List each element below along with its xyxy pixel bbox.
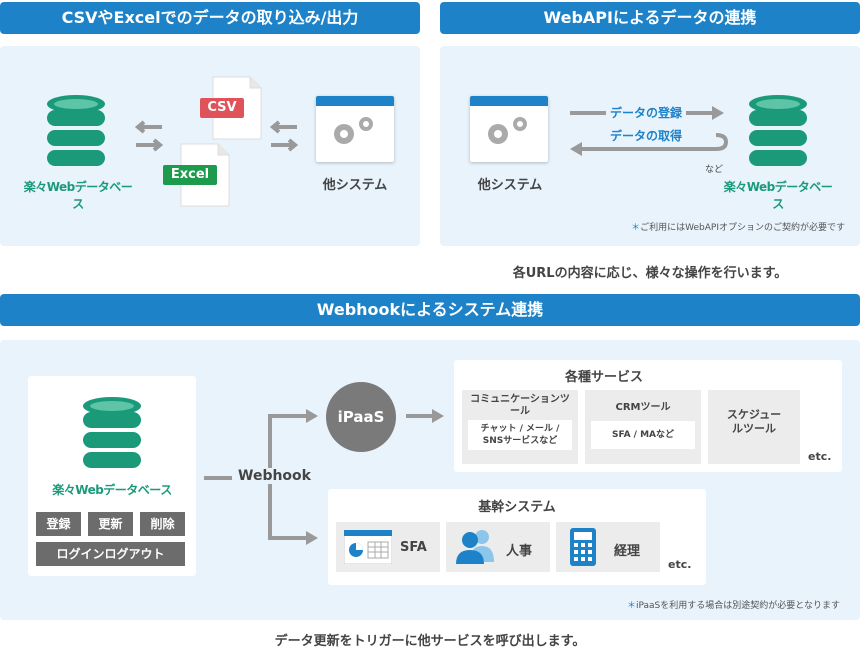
- webhook-connector: [204, 409, 444, 545]
- gear-icon: [334, 117, 373, 144]
- hr-label: 人事: [506, 544, 533, 559]
- other-system-label-2: 他システム: [477, 178, 543, 193]
- csv-excel-banner: CSVやExcelでのデータの取り込み/出力: [0, 2, 420, 34]
- csv-badge: CSV: [200, 98, 244, 118]
- webhook-label: Webhook: [234, 468, 315, 484]
- webapi-note: ＊ご利用にはWebAPIオプションのご契約が必要です: [600, 220, 845, 233]
- core-system-title: 基幹システム: [478, 500, 556, 515]
- sfa-label: SFA: [400, 540, 427, 555]
- other-system-label: 他システム: [322, 178, 388, 193]
- services-title: 各種サービス: [564, 370, 643, 385]
- people-icon: [456, 530, 494, 564]
- fetch-label: データの取得: [606, 127, 687, 144]
- nado-label: など: [705, 165, 724, 175]
- database-label-2: 楽々Webデータベース: [723, 180, 833, 211]
- excel-badge: Excel: [163, 165, 217, 185]
- asterisk-icon: ＊: [631, 223, 641, 233]
- database-label-3: 楽々Webデータベース: [52, 483, 172, 497]
- webhook-banner: Webhookによるシステム連携: [0, 294, 860, 326]
- comm-detail-1: チャット / メール /: [480, 424, 560, 434]
- other-system-window-icon-2: [470, 96, 548, 162]
- register-label: データの登録: [606, 104, 687, 121]
- update-button: 更新: [88, 512, 133, 536]
- delete-button: 削除: [140, 512, 185, 536]
- database-icon-3: [83, 397, 141, 468]
- schedule-tool-box: スケジュールツール: [708, 390, 800, 464]
- ipaas-circle: iPaaS: [326, 382, 396, 452]
- crm-tool-title: CRMツール: [615, 402, 671, 413]
- webapi-note-text: ご利用にはWebAPIオプションのご契約が必要です: [640, 223, 845, 233]
- other-system-window-icon: [316, 96, 394, 162]
- communication-tool-detail: チャット / メール / SNSサービスなど: [468, 420, 572, 450]
- ipaas-note: ＊iPaaSを利用する場合は別途契約が必要となります: [560, 598, 840, 611]
- webhook-caption: データ更新をトリガーに他サービスを呼び出します。: [274, 634, 586, 649]
- comm-detail-2: SNSサービスなど: [482, 436, 558, 446]
- register-button: 登録: [36, 512, 81, 536]
- crm-tool-box: CRMツール SFA / MAなど: [585, 390, 701, 464]
- accounting-label: 経理: [614, 544, 641, 559]
- database-icon: [47, 95, 105, 166]
- calculator-icon: [570, 528, 596, 566]
- communication-tool-title: コミュニケーションツール: [470, 394, 570, 417]
- database-label: 楽々Webデータベース: [23, 180, 133, 211]
- database-icon-2: [749, 95, 807, 166]
- exchange-arrows-icon: [134, 120, 164, 152]
- login-logout-button: ログインログアウト: [36, 542, 185, 566]
- services-etc: etc.: [808, 450, 832, 463]
- sfa-window-icon: [344, 530, 392, 564]
- webapi-banner: WebAPIによるデータの連携: [440, 2, 860, 34]
- crm-tool-detail: SFA / MAなど: [591, 421, 695, 449]
- ipaas-note-text: iPaaSを利用する場合は別途契約が必要となります: [636, 601, 840, 611]
- webapi-caption: 各URLの内容に応じ、様々な操作を行います。: [512, 266, 788, 281]
- core-etc: etc.: [668, 558, 692, 571]
- schedule-tool-title: スケジュールツール: [726, 408, 782, 435]
- communication-tool-box: コミュニケーションツール チャット / メール / SNSサービスなど: [462, 390, 578, 464]
- gear-icon-2: [488, 117, 527, 144]
- exchange-arrows-icon-2: [269, 120, 299, 152]
- asterisk-icon-2: ＊: [626, 601, 636, 611]
